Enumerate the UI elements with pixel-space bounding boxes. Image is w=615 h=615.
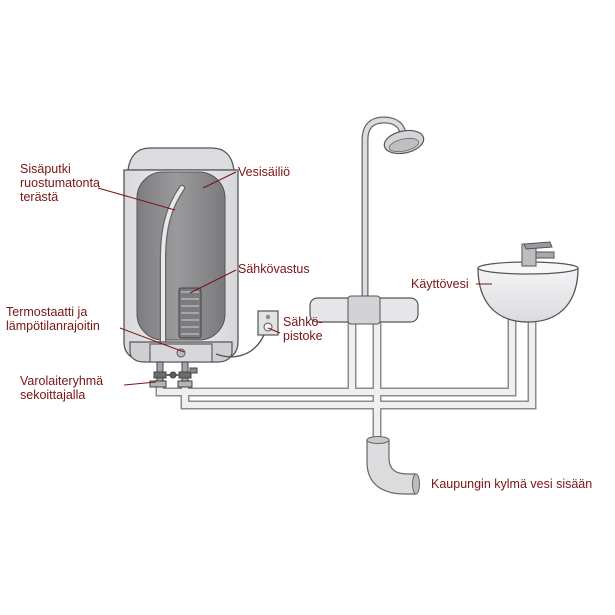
shower-riser-pipe [362,117,406,300]
leader-lines [97,171,492,386]
label-tank: Vesisäiliö [238,165,291,179]
label-safety-group-line1: Varolaiteryhmä [20,374,104,388]
label-heating-element: Sähkövastus [238,262,310,276]
label-thermostat-line2: lämpötilanrajoitin [6,319,100,333]
shower [309,116,425,325]
inner-tank [136,171,226,341]
heating-element [178,287,202,339]
label-safety-group-line2: sekoittajalla [20,388,86,402]
label-inner-pipe-line3: terästä [20,190,59,204]
label-inner-pipe-line1: Sisäputki [20,162,71,176]
water-heater [123,147,267,363]
label-inner-pipe-line2: ruostumatonta [20,176,100,190]
faucet [521,241,555,267]
cold-water-inlet-pipe [366,436,420,495]
power-cable [215,329,267,358]
inner-pipe [161,186,184,347]
wash-basin [477,241,579,323]
label-tap-water: Käyttövesi [411,277,469,291]
label-socket-line2: pistoke [283,329,323,343]
safety-valve-group [149,361,198,388]
wall-socket [257,310,279,336]
label-socket-line1: Sähkö- [283,315,323,329]
label-cold-inlet: Kaupungin kylmä vesi sisään [431,477,593,491]
label-thermostat-line1: Termostaatti ja [6,305,88,319]
